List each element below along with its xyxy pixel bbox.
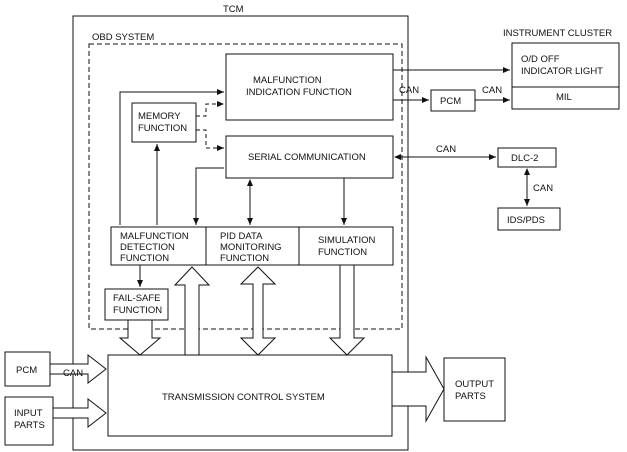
can-label-2: CAN xyxy=(482,85,502,96)
big-arrow-tcs-to-detection xyxy=(173,266,211,356)
pcm-bottom-box xyxy=(4,351,51,387)
big-arrow-pid-tcs xyxy=(239,266,277,356)
pid-data-line2: MONITORING xyxy=(220,242,282,253)
pid-data-line1: PID DATA xyxy=(220,231,263,242)
tcm-frame xyxy=(72,15,409,451)
dlc2-box xyxy=(497,147,557,168)
big-arrow-pcm-to-tcs xyxy=(49,353,107,385)
simulation-line1: SIMULATION xyxy=(318,235,375,246)
input-parts-box xyxy=(4,396,54,446)
tcm-label: TCM xyxy=(223,4,244,15)
fail-safe-box xyxy=(104,288,169,321)
fail-safe-line2: FUNCTION xyxy=(113,305,162,316)
can-label-1: CAN xyxy=(399,85,419,96)
obd-system-frame xyxy=(88,43,403,330)
instrument-cluster-box xyxy=(511,42,620,110)
ids-pds-box xyxy=(497,207,561,231)
function-row-box xyxy=(110,226,394,266)
dashed-memory-to-serial xyxy=(196,129,224,151)
obd-system-label: OBD SYSTEM xyxy=(92,32,154,43)
big-arrow-input-to-tcs-1 xyxy=(52,397,107,429)
memory-function-line1: MEMORY xyxy=(138,111,181,122)
memory-function-line2: FUNCTION xyxy=(138,123,187,134)
malfunction-indication-line2: INDICATION FUNCTION xyxy=(246,87,352,98)
can-label-5: CAN xyxy=(63,368,83,379)
output-parts-line1: OUTPUT xyxy=(455,379,494,390)
malfunction-detection-line1: MALFUNCTION xyxy=(120,231,189,242)
pid-data-line3: FUNCTION xyxy=(220,253,269,264)
dashed-memory-to-indication xyxy=(196,101,224,117)
ids-pds-label: IDS/PDS xyxy=(507,215,545,226)
simulation-line2: FUNCTION xyxy=(318,247,367,258)
od-off-line2: INDICATOR LIGHT xyxy=(521,66,603,77)
can-label-4: CAN xyxy=(533,183,553,194)
transmission-control-box xyxy=(107,354,393,437)
output-parts-line2: PARTS xyxy=(455,391,486,402)
serial-communication-label: SERIAL COMMUNICATION xyxy=(248,152,366,163)
big-arrow-tcs-to-output xyxy=(391,355,445,423)
mil-label: MIL xyxy=(556,92,572,103)
transmission-control-label: TRANSMISSION CONTROL SYSTEM xyxy=(162,392,325,403)
pcm-bottom-label: PCM xyxy=(16,365,37,376)
od-off-line1: O/D OFF xyxy=(521,54,560,65)
memory-function-box xyxy=(131,102,197,143)
input-parts-line1: INPUT xyxy=(14,408,43,419)
dlc2-label: DLC-2 xyxy=(511,153,538,164)
malfunction-detection-line2: DETECTION xyxy=(120,242,175,253)
arrow-detection-to-indication xyxy=(119,89,224,225)
big-arrow-simulation-to-tcs xyxy=(328,264,366,356)
big-arrow-failsafe-to-tcs xyxy=(118,319,162,356)
serial-communication-box xyxy=(225,135,394,179)
arrow-serial-to-detection xyxy=(193,167,224,225)
instrument-cluster-label: INSTRUMENT CLUSTER xyxy=(503,28,612,39)
fail-safe-line1: FAIL-SAFE xyxy=(113,293,161,304)
malfunction-indication-box xyxy=(225,53,394,121)
malfunction-detection-line3: FUNCTION xyxy=(120,253,169,264)
pcm-top-label: PCM xyxy=(440,96,461,107)
can-label-3: CAN xyxy=(436,144,456,155)
malfunction-indication-line1: MALFUNCTION xyxy=(253,75,322,86)
input-parts-line2: PARTS xyxy=(14,420,45,431)
